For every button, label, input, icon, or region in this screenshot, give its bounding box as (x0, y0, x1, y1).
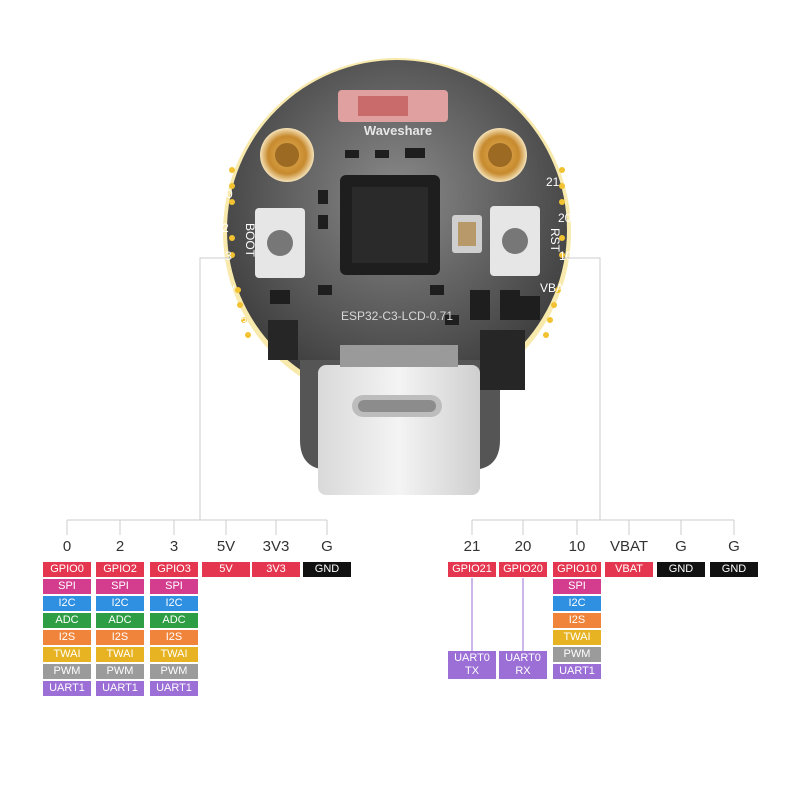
function-tag-gnd: GND (710, 562, 758, 577)
svg-text:VBAT: VBAT (540, 281, 571, 295)
right-pin-number: 20 (514, 538, 532, 555)
function-tag-gpio: GPIO21 (448, 562, 496, 577)
function-tag-gpio: GPIO20 (499, 562, 547, 577)
function-tag-i2c: I2C (150, 596, 198, 611)
function-tag-i2c: I2C (43, 596, 91, 611)
svg-text:G: G (238, 349, 247, 363)
right-edge-labels: 21 20 10 VBAT G G (540, 175, 573, 363)
svg-text:3V3: 3V3 (226, 315, 248, 329)
function-tag-i2s: I2S (150, 630, 198, 645)
left-edge-pads (229, 167, 251, 338)
function-tag-gnd: GND (303, 562, 351, 577)
svg-text:G: G (544, 349, 553, 363)
function-tag-line: UART0 (454, 652, 490, 664)
function-tag-uart: UART1 (553, 664, 601, 679)
svg-text:2: 2 (222, 221, 229, 235)
function-tag-adc: ADC (43, 613, 91, 628)
function-tag-line: RX (515, 665, 531, 677)
function-tag-gpio: GPIO3 (150, 562, 198, 577)
svg-text:21: 21 (546, 175, 560, 189)
function-tag-pwm: PWM (43, 664, 91, 679)
function-tag-pwm: PWM (150, 664, 198, 679)
svg-text:3: 3 (225, 249, 232, 263)
function-tag-spi: SPI (553, 579, 601, 594)
boot-label: BOOT (243, 223, 257, 258)
function-tag-twai: TWAI (43, 647, 91, 662)
right-pin-number: 10 (568, 538, 586, 555)
left-pin-number: 2 (115, 538, 125, 555)
function-tag-i2s: I2S (96, 630, 144, 645)
svg-text:20: 20 (558, 211, 572, 225)
svg-text:0: 0 (226, 187, 233, 201)
function-tag-spi: SPI (96, 579, 144, 594)
left-pin-number: 5V (216, 538, 236, 555)
function-tag-uart: UART1 (96, 681, 144, 696)
function-tag-twai: TWAI (553, 630, 601, 645)
function-tag-uart: UART1 (43, 681, 91, 696)
right-pin-functions: GND (657, 562, 705, 577)
function-tag-twai: TWAI (150, 647, 198, 662)
function-tag-i2s: I2S (553, 613, 601, 628)
function-tag-adc: ADC (96, 613, 144, 628)
function-tag-power: 5V (202, 562, 250, 577)
function-tag-pwm: PWM (96, 664, 144, 679)
usb-c-port (318, 345, 480, 495)
right-pin-number: G (728, 538, 740, 555)
function-tag-power: 3V3 (252, 562, 300, 577)
function-tag-twai: TWAI (96, 647, 144, 662)
left-pin-number: 3 (169, 538, 179, 555)
function-tag-gnd: GND (657, 562, 705, 577)
right-pin-functions: GND (710, 562, 758, 577)
function-tag-spi: SPI (43, 579, 91, 594)
left-pin-functions: 3V3 (252, 562, 300, 577)
function-tag-gpio: GPIO0 (43, 562, 91, 577)
right-pin-number: 21 (463, 538, 481, 555)
left-pin-number: 3V3 (262, 538, 290, 555)
function-tag-i2c: I2C (96, 596, 144, 611)
function-tag-i2s: I2S (43, 630, 91, 645)
rst-button (490, 206, 540, 276)
left-pin-number: G (321, 538, 333, 555)
right-pin-number: G (675, 538, 687, 555)
svg-text:5V: 5V (220, 283, 235, 297)
function-tag-adc: ADC (150, 613, 198, 628)
left-pin-functions: GND (303, 562, 351, 577)
uart-lines (471, 578, 524, 655)
function-tag-spi: SPI (150, 579, 198, 594)
svg-text:10: 10 (559, 249, 573, 263)
right-pin-functions: VBAT (605, 562, 653, 577)
function-tag-gpio: GPIO2 (96, 562, 144, 577)
function-tag-uart: UART1 (150, 681, 198, 696)
function-tag-gpio: GPIO10 (553, 562, 601, 577)
model-text: ESP32-C3-LCD-0.71 (341, 309, 453, 323)
connector-lines (66, 257, 735, 535)
function-tag-power: VBAT (605, 562, 653, 577)
smd-components (268, 148, 540, 390)
function-tag-line: TX (464, 665, 480, 677)
left-edge-labels: 0 2 3 5V 3V3 G (220, 187, 248, 363)
right-pin-number: VBAT (609, 538, 649, 555)
rst-label: RST (548, 228, 562, 253)
boot-button (255, 208, 305, 278)
brand-text: Waveshare (364, 123, 432, 138)
function-tag-pwm: PWM (553, 647, 601, 662)
svg-text:G: G (562, 314, 571, 328)
left-pin-number: 0 (62, 538, 72, 555)
function-tag-line: UART0 (505, 652, 541, 664)
right-edge-pads (543, 167, 565, 338)
left-pin-functions: 5V (202, 562, 250, 577)
function-tag-i2c: I2C (553, 596, 601, 611)
